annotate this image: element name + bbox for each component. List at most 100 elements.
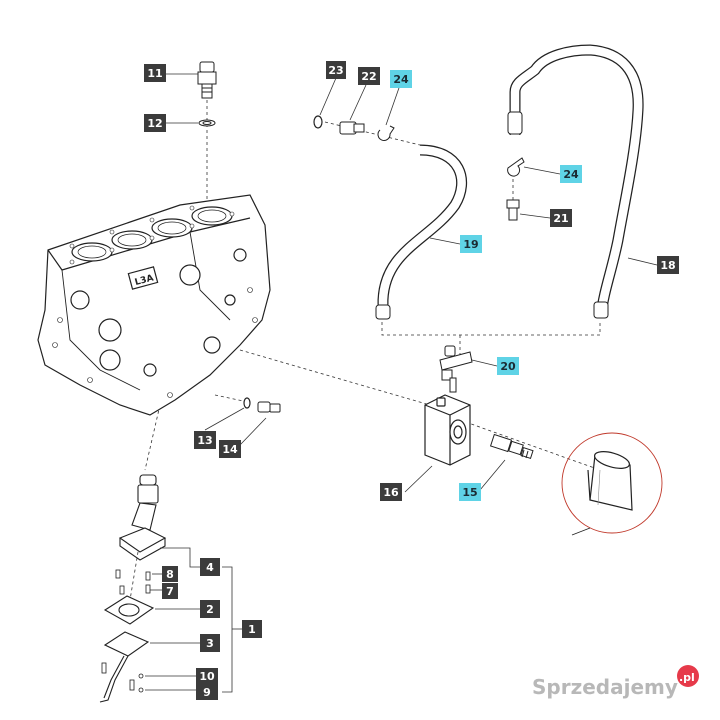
watermark-badge (677, 665, 699, 687)
callout-number: 15 (462, 486, 477, 499)
callout-number: 18 (660, 259, 675, 272)
callout-c3: 3 (200, 634, 220, 652)
callout-c10: 10 (196, 668, 218, 684)
callout-box (380, 483, 402, 501)
block-marking-plate (127, 266, 159, 290)
callout-number: 21 (553, 212, 568, 225)
block-deck-edge (47, 217, 251, 271)
callout-c15: 15 (459, 483, 481, 501)
block-bearing-bore (99, 349, 121, 371)
block-boss-1 (70, 290, 90, 310)
hose-19 (375, 144, 468, 320)
callout-c23: 23 (326, 61, 346, 79)
oil-filter (587, 451, 633, 511)
block-marking-text: L3A (134, 273, 155, 288)
callout-number: 8 (166, 568, 174, 581)
callout-c21: 21 (550, 209, 572, 227)
callout-box (390, 70, 412, 88)
label-leaders (145, 73, 658, 693)
callout-c16: 16 (380, 483, 402, 501)
callout-box (200, 558, 220, 576)
drain-washer-13 (243, 397, 251, 409)
callout-box (219, 440, 241, 458)
watermark: Sprzedajemy .pl (532, 665, 699, 699)
callout-c8: 8 (162, 566, 178, 582)
callout-number: 9 (203, 686, 211, 699)
callout-box (200, 600, 220, 618)
callout-number: 2 (206, 603, 214, 616)
callout-box (196, 684, 218, 700)
gasket-2 (103, 595, 155, 625)
hose-18 (507, 44, 644, 319)
callout-number: 19 (463, 238, 478, 251)
oil-cooler-housing-16 (424, 394, 471, 466)
callout-number: 24 (393, 73, 409, 86)
callout-number: 24 (563, 168, 579, 181)
drain-plug-14 (257, 401, 281, 413)
hose-clamp-24b (507, 157, 525, 177)
leader-block-to-plug (214, 394, 249, 403)
bolts-9-10 (101, 662, 144, 693)
leader-cooler-to-filter (459, 419, 601, 471)
callout-number: 22 (361, 70, 376, 83)
callout-c12: 12 (144, 114, 166, 132)
callout-c24b: 24 (560, 165, 582, 183)
callout-box (144, 64, 166, 82)
fitting-20 (439, 345, 473, 393)
callout-box (200, 634, 220, 652)
callout-box (162, 566, 178, 582)
callout-number: 11 (147, 67, 162, 80)
callout-c19: 19 (460, 235, 482, 253)
callout-number: 4 (206, 561, 214, 574)
callout-number: 16 (383, 486, 399, 499)
callout-c9: 9 (196, 684, 218, 700)
strainer-3 (99, 631, 150, 703)
callout-number: 12 (147, 117, 162, 130)
block-oil-port (203, 336, 221, 354)
callout-c1: 1 (242, 620, 262, 638)
callout-box (459, 483, 481, 501)
callout-c7: 7 (162, 583, 178, 599)
leader-block-to-pickup (144, 404, 161, 471)
callout-number: 10 (199, 670, 215, 683)
block-boss-3 (179, 264, 201, 286)
callout-box (144, 114, 166, 132)
block-boss-2 (98, 318, 122, 342)
threaded-stud-15 (489, 433, 534, 459)
oil-filter-group (561, 432, 663, 536)
filter-highlight-ring (561, 432, 663, 534)
engine-block: L3A (37, 194, 271, 416)
watermark-tld: .pl (679, 671, 695, 684)
callout-number: 14 (222, 443, 238, 456)
union-21 (506, 199, 520, 221)
watermark-brand: Sprzedajemy (532, 675, 678, 699)
dashed-leaders (129, 100, 601, 601)
callout-box (242, 620, 262, 638)
leader-block-to-cooler (239, 349, 431, 406)
callout-c11: 11 (144, 64, 166, 82)
sealing-washer (198, 119, 216, 127)
callout-box (560, 165, 582, 183)
callout-c22: 22 (358, 67, 380, 85)
callout-c2: 2 (200, 600, 220, 618)
callout-box (326, 61, 346, 79)
callout-c4: 4 (200, 558, 220, 576)
block-boss-4 (233, 248, 247, 262)
callout-box (550, 209, 572, 227)
callout-number: 1 (248, 623, 256, 636)
callout-c14: 14 (219, 440, 241, 458)
callout-box (162, 583, 178, 599)
callout-number: 7 (166, 585, 174, 598)
callout-box (196, 668, 218, 684)
callout-number: 20 (500, 360, 516, 373)
oil-pressure-sender (197, 61, 217, 99)
callout-number: 23 (328, 64, 343, 77)
callout-c24a: 24 (390, 70, 412, 88)
callout-c13: 13 (194, 431, 216, 449)
hose-clamp-24a (377, 125, 395, 141)
leader-pickup-to-gasket (129, 539, 141, 601)
callout-box (194, 431, 216, 449)
callout-number: 13 (197, 434, 212, 447)
